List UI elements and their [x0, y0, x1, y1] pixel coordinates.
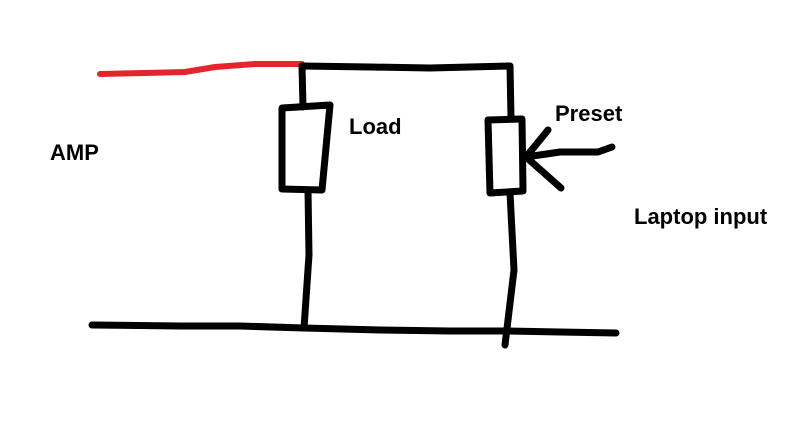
amp-signal-wire: [97, 61, 305, 77]
preset-wiper-arrowhead: [522, 126, 565, 192]
bottom-rail-wire: [88, 321, 620, 337]
load-label: Load: [349, 114, 402, 139]
laptop-input-label: Laptop input: [634, 204, 768, 229]
load-bottom-lead: [300, 186, 313, 332]
load-top-lead: [298, 62, 307, 111]
preset-label: Preset: [555, 101, 623, 126]
preset-bottom-lead: [501, 189, 518, 349]
load-resistor-body: [278, 101, 334, 194]
preset-wiper-line: [522, 143, 616, 161]
amp-label: AMP: [50, 140, 99, 165]
top-rail-wire: [298, 62, 514, 72]
preset-resistor-body: [484, 115, 527, 197]
preset-top-lead: [506, 62, 515, 122]
